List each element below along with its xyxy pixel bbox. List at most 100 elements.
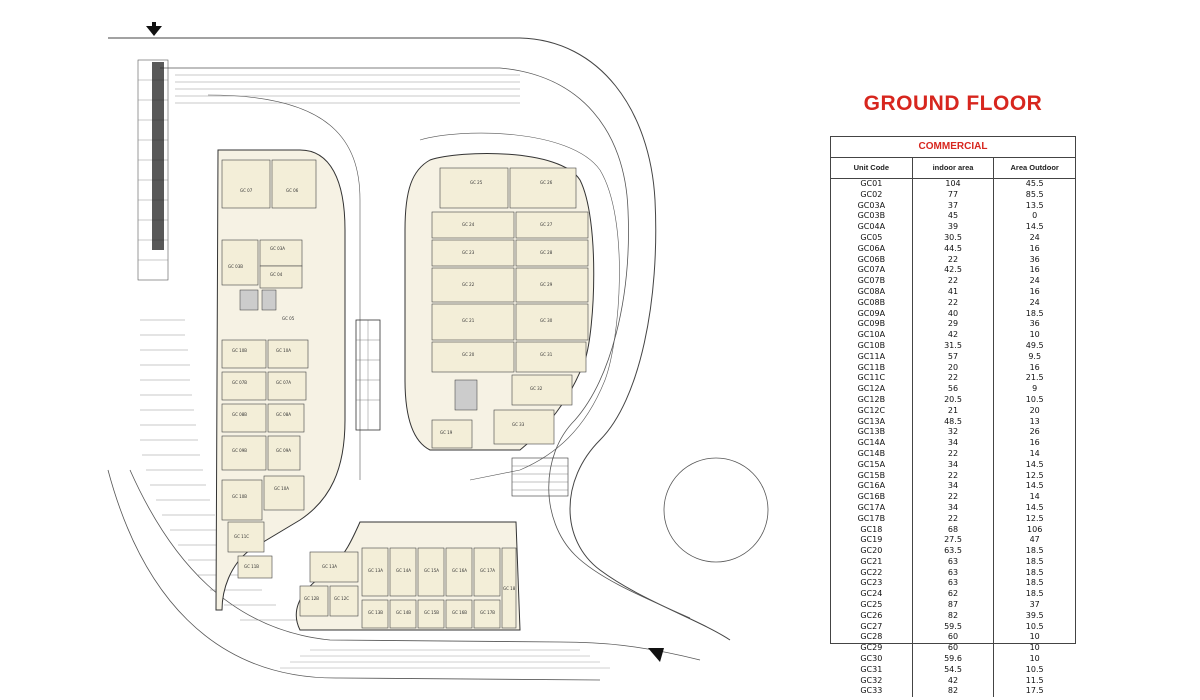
cell-indoor-area: 37 xyxy=(913,200,995,212)
top-hatch xyxy=(175,74,520,104)
cell-indoor-area: 30.5 xyxy=(913,232,995,244)
cell-indoor-area: 22 xyxy=(913,513,995,525)
svg-text:GC 15A: GC 15A xyxy=(424,568,439,573)
road-edge-outer xyxy=(107,469,601,681)
svg-text:GC 07A: GC 07A xyxy=(276,380,291,385)
cell-indoor-area: 57 xyxy=(913,351,995,363)
roundabout xyxy=(663,457,769,563)
cell-unit-code: GC12A xyxy=(831,384,913,395)
cell-area-outdoor: 10 xyxy=(1029,632,1040,642)
cell-area-outdoor: 18.5 xyxy=(1025,546,1044,556)
svg-text:GC 31: GC 31 xyxy=(540,352,553,357)
cell-unit-code: GC28 xyxy=(831,632,913,644)
cell-area-outdoor: 9 xyxy=(1032,384,1038,394)
svg-text:GC 06: GC 06 xyxy=(286,188,299,193)
cell-indoor-area: 20.5 xyxy=(913,394,995,406)
cell-unit-code: GC11A xyxy=(831,351,913,363)
cell-indoor-area: 82 xyxy=(913,610,995,622)
svg-text:GC 16B: GC 16B xyxy=(452,610,467,615)
cell-area-outdoor: 13.5 xyxy=(1025,200,1044,210)
svg-text:GC 10B: GC 10B xyxy=(232,348,247,353)
svg-text:GC 11B: GC 11B xyxy=(244,564,259,569)
cell-area-outdoor: 18.5 xyxy=(1025,308,1044,318)
cell-area-outdoor: 18.5 xyxy=(1025,567,1044,577)
cell-unit-code: GC18 xyxy=(831,524,913,536)
cell-unit-code: GC30 xyxy=(831,654,913,665)
cell-unit-code: GC09A xyxy=(831,308,913,320)
cell-area-outdoor: 39.5 xyxy=(1025,610,1044,620)
svg-text:GC 07: GC 07 xyxy=(240,188,253,193)
svg-text:GC 09A: GC 09A xyxy=(276,448,291,453)
svg-text:GC 33: GC 33 xyxy=(512,422,525,427)
cell-unit-code: GC20 xyxy=(831,546,913,557)
cell-area-outdoor: 18.5 xyxy=(1025,556,1044,566)
cell-indoor-area: 22 xyxy=(913,373,995,385)
cell-area-outdoor: 21.5 xyxy=(1025,373,1044,383)
cell-indoor-area: 34 xyxy=(913,438,995,449)
svg-text:GC 16A: GC 16A xyxy=(452,568,467,573)
svg-text:GC 14B: GC 14B xyxy=(396,610,411,615)
cell-indoor-area: 22 xyxy=(913,276,995,287)
cell-unit-code: GC11B xyxy=(831,362,913,374)
cell-area-outdoor: 49.5 xyxy=(1025,340,1044,350)
cell-unit-code: GC09B xyxy=(831,319,913,331)
cell-indoor-area: 22 xyxy=(913,448,995,460)
cell-unit-code: GC05 xyxy=(831,232,913,244)
cell-indoor-area: 63 xyxy=(913,556,995,568)
svg-text:GC 20: GC 20 xyxy=(462,352,475,357)
cell-unit-code: GC17B xyxy=(831,513,913,525)
cell-area-outdoor: 14.5 xyxy=(1025,481,1044,491)
cell-area-outdoor: 16 xyxy=(1029,286,1040,296)
cell-area-outdoor: 14.5 xyxy=(1025,222,1044,232)
cell-indoor-area: 27.5 xyxy=(913,535,995,547)
svg-text:GC 28: GC 28 xyxy=(540,250,553,255)
svg-text:GC 08A: GC 08A xyxy=(276,412,291,417)
header-unit-code: Unit Code xyxy=(831,158,913,178)
svg-text:GC 17A: GC 17A xyxy=(480,568,495,573)
cell-indoor-area: 32 xyxy=(913,427,995,439)
cell-indoor-area: 22 xyxy=(913,254,995,266)
cell-indoor-area: 62 xyxy=(913,589,995,601)
stair-teeth xyxy=(152,62,164,250)
site-boundary xyxy=(108,37,731,641)
cell-indoor-area: 42 xyxy=(913,675,995,687)
cell-unit-code: GC12C xyxy=(831,405,913,417)
cell-indoor-area: 29 xyxy=(913,319,995,331)
cell-area-outdoor: 24 xyxy=(1029,297,1040,307)
cell-indoor-area: 63 xyxy=(913,567,995,579)
cell-area-outdoor: 11.5 xyxy=(1025,675,1044,685)
cell-area-outdoor: 14 xyxy=(1029,492,1040,502)
cell-area-outdoor: 16 xyxy=(1029,243,1040,253)
cell-unit-code: GC29 xyxy=(831,643,913,655)
unit-labels: GC 07 GC 06 GC 03A GC 03B GC 04 GC 05 GC… xyxy=(228,180,553,615)
cell-indoor-area: 22 xyxy=(913,492,995,503)
cell-area-outdoor: 45.5 xyxy=(1025,179,1044,188)
cell-area-outdoor: 85.5 xyxy=(1025,189,1044,199)
cell-indoor-area: 87 xyxy=(913,600,995,611)
cell-area-outdoor: 10 xyxy=(1029,643,1040,653)
svg-text:GC 08B: GC 08B xyxy=(232,412,247,417)
cell-area-outdoor: 0 xyxy=(1032,211,1038,221)
svg-text:GC 03A: GC 03A xyxy=(270,246,285,251)
cell-unit-code: GC12B xyxy=(831,394,913,406)
svg-text:GC 17B: GC 17B xyxy=(480,610,495,615)
